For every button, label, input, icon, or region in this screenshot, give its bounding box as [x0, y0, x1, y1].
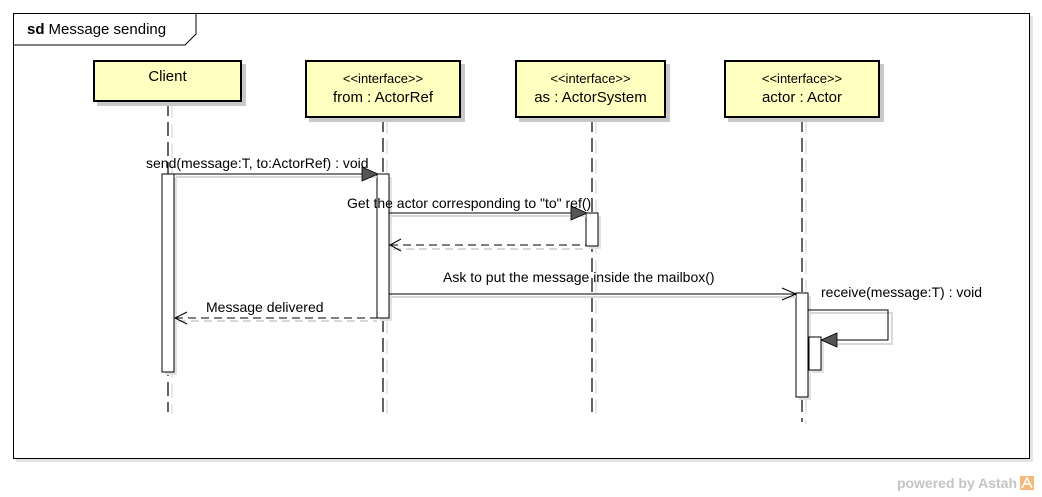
lifeline-stereotype: <<interface>>: [761, 71, 843, 86]
activation-from: [376, 173, 390, 319]
filled-arrowhead: [361, 166, 379, 182]
lifeline-name: actor : Actor: [761, 89, 843, 106]
open-arrowhead: [173, 311, 188, 325]
message-label-delivered: Message delivered: [206, 299, 324, 315]
lifeline-head-client: Client: [93, 60, 242, 102]
message-get-actor: [389, 205, 588, 221]
message-receive: [808, 309, 893, 348]
message-send: [174, 166, 379, 182]
lifeline-stereotype: <<interface>>: [342, 71, 424, 86]
lifeline-head-from: <<interface>> from : ActorRef: [305, 60, 461, 118]
open-arrowhead: [388, 238, 402, 252]
message-ask: [389, 287, 798, 301]
powered-by-text: powered by Astah: [896, 475, 1017, 491]
frame-keyword: sd: [27, 21, 45, 38]
powered-by-footer: powered by Astah: [897, 475, 1034, 491]
lifeline-head-as: <<interface>> as : ActorSystem: [515, 60, 666, 118]
message-label-send: send(message:T, to:ActorRef) : void: [146, 155, 369, 171]
activation-actor: [795, 292, 809, 398]
open-arrowhead: [781, 287, 798, 301]
filled-arrowhead: [820, 332, 838, 348]
message-reply-as: [388, 238, 586, 252]
activation-client: [161, 173, 175, 373]
lifeline-name: from : ActorRef: [332, 89, 434, 106]
filled-arrowhead: [570, 205, 588, 221]
activation-actor-nested: [808, 336, 822, 371]
lifeline-head-actor: <<interface>> actor : Actor: [724, 60, 880, 118]
lifeline-name: Client: [148, 68, 187, 85]
message-label-ask: Ask to put the message inside the mailbo…: [443, 269, 715, 285]
lifeline-stereotype: <<interface>>: [550, 71, 631, 86]
frame-tab-outline: [14, 14, 197, 46]
activation-as: [585, 212, 599, 247]
frame-name: Message sending: [48, 21, 167, 38]
lifeline-lines: [167, 102, 803, 422]
message-label-receive: receive(message:T) : void: [821, 284, 983, 300]
message-delivered: [173, 311, 377, 325]
lifeline-name: as : ActorSystem: [534, 89, 647, 106]
astah-logo-icon: [1020, 476, 1034, 490]
message-label-get-actor: Get the actor corresponding to "to" ref(…: [347, 195, 592, 211]
